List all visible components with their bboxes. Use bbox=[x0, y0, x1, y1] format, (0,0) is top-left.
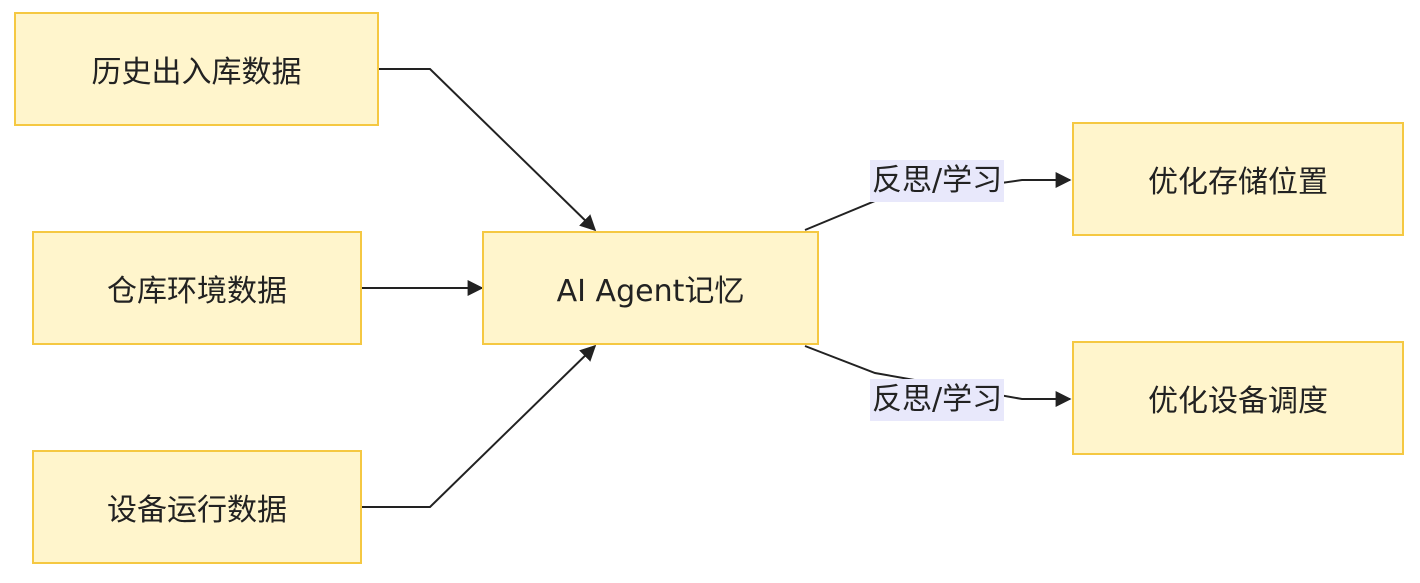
edge-label-scheduling: 反思/学习 bbox=[870, 379, 1005, 421]
node-optimize-storage-label: 优化存储位置 bbox=[1148, 165, 1328, 200]
node-optimize-scheduling-label: 优化设备调度 bbox=[1148, 384, 1328, 419]
node-equipment-data-label: 设备运行数据 bbox=[107, 493, 287, 528]
edge-label-storage: 反思/学习 bbox=[870, 160, 1005, 202]
edge-history-to-memory bbox=[379, 68, 597, 232]
edge-equipment-to-memory bbox=[362, 344, 597, 508]
node-history-data-label: 历史出入库数据 bbox=[91, 55, 302, 90]
node-equipment-data[interactable]: 设备运行数据 bbox=[32, 450, 362, 564]
node-ai-agent-memory-label: AI Agent记忆 bbox=[556, 274, 745, 309]
node-optimize-scheduling[interactable]: 优化设备调度 bbox=[1072, 341, 1404, 455]
node-optimize-storage[interactable]: 优化存储位置 bbox=[1072, 122, 1404, 236]
node-ai-agent-memory[interactable]: AI Agent记忆 bbox=[482, 231, 819, 345]
node-history-data[interactable]: 历史出入库数据 bbox=[14, 12, 379, 126]
node-environment-data-label: 仓库环境数据 bbox=[107, 274, 287, 309]
node-environment-data[interactable]: 仓库环境数据 bbox=[32, 231, 362, 345]
